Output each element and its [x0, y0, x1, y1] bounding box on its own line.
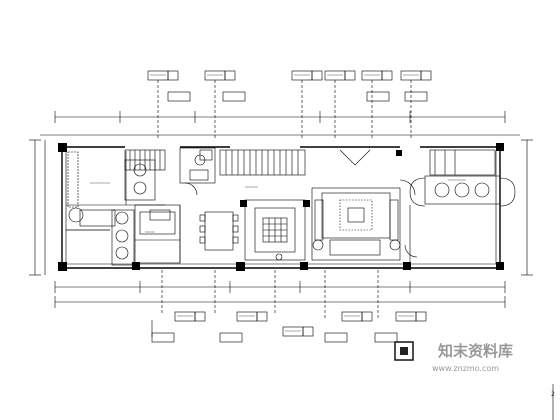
- stair-central: [219, 149, 306, 176]
- living-room-sofa: [311, 187, 401, 261]
- bottom-dimension-line: [54, 281, 506, 308]
- watermark-logo: [394, 341, 414, 361]
- right-dimension-line: [521, 139, 533, 276]
- top-callouts: [147, 70, 432, 140]
- exterior-walls: [61, 146, 501, 269]
- stair-left: [124, 149, 166, 171]
- unreadable-label-marks: [90, 74, 466, 332]
- kitchen: [134, 204, 181, 264]
- watermark-url: www.znzmo.com: [432, 364, 499, 373]
- central-living-block: [244, 199, 306, 261]
- bottom-callouts: [151, 270, 427, 343]
- wc: [179, 147, 216, 196]
- door-swings: [339, 149, 418, 258]
- structural-columns: [58, 143, 504, 271]
- watermark-title: 知末资料库: [438, 342, 513, 360]
- top-dimension-line: [54, 111, 506, 123]
- right-patio: [409, 149, 516, 264]
- left-dimension-line: [29, 139, 46, 276]
- dining-table: [199, 211, 239, 251]
